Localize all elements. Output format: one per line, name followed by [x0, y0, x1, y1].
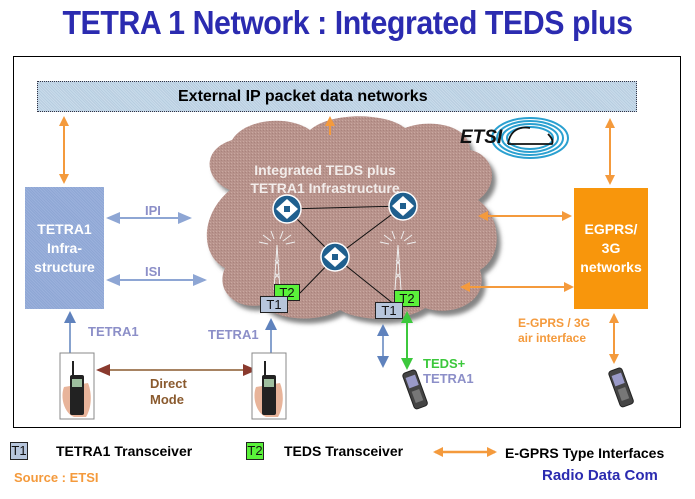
tetra1-infra-line1: TETRA1 [37, 220, 92, 237]
tetra1-infra-line3: structure [34, 258, 95, 275]
egprs-3g-networks-box: EGPRS/ 3G networks [574, 188, 648, 309]
egprs-air-line1: E-GPRS / 3G [518, 316, 591, 330]
tetra1-infra-line2: Infra- [47, 239, 82, 256]
mobile-phone-icon [402, 369, 428, 410]
legend-t1-label: TETRA1 Transceiver [56, 443, 193, 459]
diagram-title: TETRA 1 Network : Integrated TEDS plus [62, 4, 633, 41]
t1-transceiver-tag: T1 [375, 302, 403, 319]
handheld-radio-icon [59, 352, 95, 420]
cloud-label: Integrated TEDS plus TETRA1 Infrastructu… [230, 161, 420, 197]
teds-tetra1-line: TETRA1 [423, 371, 474, 386]
direct-mode-line2: Mode [150, 392, 184, 407]
tetra1-label-left: TETRA1 [88, 324, 139, 339]
handheld-radio-icon [251, 352, 287, 420]
brand-label: Radio Data Com [542, 467, 658, 484]
cloud-label-line2: TETRA1 Infrastructure [250, 180, 400, 196]
router-icon [320, 242, 350, 272]
etsi-logo-icon [491, 117, 569, 159]
infrastructure-cloud [206, 116, 497, 319]
etsi-logo-text: ETSI [460, 127, 503, 148]
external-ip-networks-label: External IP packet data networks [178, 88, 428, 105]
egprs-air-line2: air interface [518, 331, 587, 345]
direct-mode-line1: Direct [150, 376, 187, 391]
egprs-line1: EGPRS/ [584, 221, 638, 237]
antenna-tower-icon [379, 230, 417, 291]
teds-plus-label: TEDS+ [423, 356, 466, 371]
diagram-frame [13, 56, 681, 428]
legend-arrow-label: E-GPRS Type Interfaces [505, 445, 665, 461]
router-icon [388, 191, 418, 221]
legend-t2-label: TEDS Transceiver [284, 443, 404, 459]
egprs-line2: 3G [601, 240, 621, 256]
egprs-line3: networks [580, 259, 642, 275]
mobile-phone-icon [608, 367, 634, 408]
tetra1-label-mid: TETRA1 [208, 327, 259, 342]
ipi-label: IPI [145, 203, 161, 218]
legend-t1-swatch: T1 [10, 442, 28, 460]
external-ip-networks-box: External IP packet data networks [37, 81, 637, 112]
antenna-tower-icon [258, 230, 296, 291]
source-label: Source : ETSI [14, 470, 99, 485]
isi-label: ISI [145, 264, 161, 279]
teds-tetra1-label: TEDS+ TETRA1 [423, 356, 474, 386]
egprs-air-interface-label: E-GPRS / 3G air interface [518, 316, 590, 346]
cloud-label-line1: Integrated TEDS plus [254, 162, 396, 178]
tetra1-infrastructure-box: TETRA1 Infra- structure [25, 187, 104, 309]
t1-transceiver-tag: T1 [260, 296, 288, 313]
legend-t2-swatch: T2 [246, 442, 264, 460]
router-icon [272, 194, 302, 224]
direct-mode-label: Direct Mode [150, 376, 187, 408]
